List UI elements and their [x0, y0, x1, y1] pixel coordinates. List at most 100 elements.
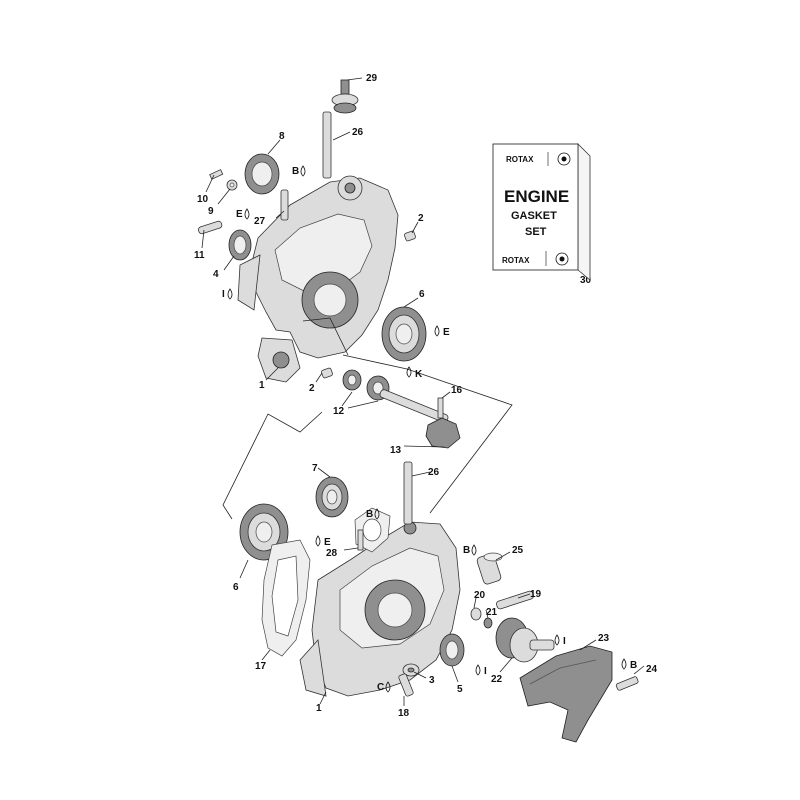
- gasket-box-brand-top: ROTAX: [506, 155, 534, 164]
- stud-26-upper: [322, 111, 332, 179]
- seal-4: [228, 229, 252, 261]
- lube-drop-icon: [621, 658, 627, 670]
- callout-25: 25: [512, 545, 524, 556]
- callout-7: 7: [312, 463, 318, 474]
- assembly-frame-lines: [222, 317, 513, 520]
- lube-drop-icon: [315, 535, 321, 547]
- callout-5: 5: [457, 684, 463, 695]
- lube-drop-icon: [244, 208, 250, 220]
- callout-13: 13: [390, 445, 402, 456]
- lube-drop-icon: [374, 508, 380, 520]
- lube-mark-E2: E: [434, 325, 450, 338]
- washer-9: [226, 179, 238, 191]
- callout-26-upper: 26: [352, 127, 364, 138]
- callout-11: 11: [194, 250, 205, 261]
- washer-20: [470, 607, 482, 621]
- svg-text:I: I: [563, 636, 566, 647]
- gasket-set-box-30: ROTAX ENGINE GASKET SET ROTAX: [492, 143, 591, 281]
- lube-mark-K1: K: [406, 366, 423, 380]
- svg-text:B: B: [292, 166, 299, 177]
- callout-18: 18: [398, 708, 410, 719]
- lube-mark-I3: I: [475, 664, 487, 677]
- callout-2-middle: 2: [309, 383, 315, 394]
- lube-drop-icon: [406, 366, 412, 378]
- lube-mark-E1: E: [236, 208, 250, 220]
- svg-text:E: E: [443, 327, 450, 338]
- callout-19: 19: [530, 589, 542, 600]
- lube-drop-icon: [434, 325, 440, 337]
- callout-9: 9: [208, 206, 214, 217]
- lube-drop-icon: [471, 544, 477, 556]
- cover-23: [519, 645, 613, 743]
- callout-10: 10: [197, 194, 209, 205]
- callout-17: 17: [255, 661, 267, 672]
- sleeve-11: [198, 220, 223, 235]
- stud-26-lower: [403, 461, 413, 525]
- gasket-box-line1: ENGINE: [504, 187, 569, 206]
- gasket-28: [354, 507, 391, 553]
- leader-lines: [201, 77, 645, 706]
- callout-1-lower: 1: [316, 703, 322, 714]
- callout-21: 21: [486, 607, 498, 618]
- svg-text:B: B: [366, 509, 373, 520]
- callout-23: 23: [598, 633, 610, 644]
- lube-mark-I1: I: [222, 288, 233, 300]
- gasket-box-line3: SET: [525, 226, 547, 238]
- callout-6-upper: 6: [419, 289, 425, 300]
- lube-drop-icon: [475, 664, 481, 676]
- upper-crankcase-half: [237, 175, 399, 383]
- gasket-box-line2: GASKET: [511, 210, 557, 222]
- starter-drive-22: [495, 617, 555, 663]
- oil-seal-8: [244, 153, 280, 195]
- svg-text:B: B: [463, 545, 470, 556]
- bearing-6-upper: [381, 306, 427, 362]
- callout-29: 29: [366, 73, 378, 84]
- callout-8: 8: [279, 131, 285, 142]
- callout-1-upper: 1: [259, 380, 265, 391]
- lube-mark-I2: I: [554, 634, 566, 647]
- lubricant-marks: B E I E K B E B: [222, 165, 637, 693]
- shaft-13: [379, 389, 449, 423]
- gasket-box-brand-bottom: ROTAX: [502, 256, 530, 265]
- lube-drop-icon: [385, 681, 391, 693]
- lube-mark-B1: B: [292, 165, 306, 177]
- svg-text:I: I: [222, 289, 225, 300]
- lube-mark-C1: C: [377, 681, 391, 693]
- dowel-2-upper: [404, 230, 416, 242]
- lube-drop-icon: [227, 288, 233, 300]
- callout-16: 16: [451, 385, 463, 396]
- callout-12: 12: [333, 406, 345, 417]
- lube-mark-E3: E: [315, 535, 331, 548]
- dowel-27: [280, 189, 289, 221]
- svg-text:I: I: [484, 666, 487, 677]
- bearing-7: [315, 476, 349, 518]
- screw-18: [398, 673, 414, 697]
- svg-text:E: E: [324, 537, 331, 548]
- screw-24: [615, 676, 639, 691]
- callout-4: 4: [213, 269, 219, 280]
- svg-text:B: B: [630, 660, 637, 671]
- callout-26-lower: 26: [428, 467, 440, 478]
- pin-19: [496, 590, 534, 610]
- callout-6-lower: 6: [233, 582, 239, 593]
- callout-3: 3: [429, 675, 435, 686]
- screw-10: [209, 169, 224, 180]
- seal-5: [439, 633, 465, 667]
- callout-22: 22: [491, 674, 503, 685]
- dowel-2-middle: [321, 367, 333, 379]
- oil-plug-29: [331, 79, 359, 114]
- callout-2-upper: 2: [418, 213, 424, 224]
- callout-labels: 29 26 8 10 9 27 2 11 4 6 1 2 16 12 13 7 …: [194, 73, 658, 719]
- callout-20: 20: [474, 590, 486, 601]
- pin-3: [402, 663, 420, 677]
- callout-30: 30: [580, 275, 592, 286]
- lower-crankcase-half: [299, 521, 461, 697]
- clip-21: [483, 617, 493, 629]
- gasket-17: [261, 539, 311, 657]
- lube-mark-B4: B: [621, 658, 637, 671]
- callout-24: 24: [646, 664, 658, 675]
- callout-27: 27: [254, 216, 266, 227]
- lube-mark-B2: B: [366, 508, 380, 520]
- svg-text:C: C: [377, 682, 384, 693]
